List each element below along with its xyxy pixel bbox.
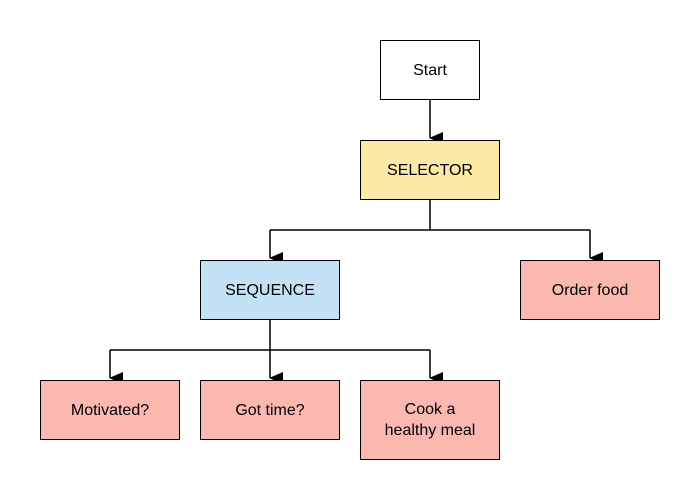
edge-sequence-trunk	[110, 320, 430, 351]
motivated-node: Motivated?	[40, 380, 180, 440]
edge-selector-trunk	[270, 200, 590, 231]
start-node-label: Start	[413, 61, 447, 79]
start-node: Start	[380, 40, 480, 100]
motivated-node-label: Motivated?	[70, 401, 150, 419]
order-food-node-label: Order food	[551, 281, 629, 299]
order-food-node: Order food	[520, 260, 660, 320]
got-time-node: Got time?	[200, 380, 340, 440]
sequence-node: SEQUENCE	[200, 260, 340, 320]
cook-meal-node: Cook a healthy meal	[360, 380, 500, 460]
got-time-node-label: Got time?	[235, 401, 305, 419]
sequence-node-label: SEQUENCE	[225, 281, 315, 299]
selector-node-label: SELECTOR	[387, 161, 473, 179]
cook-meal-node-label: Cook a healthy meal	[384, 401, 476, 439]
selector-node: SELECTOR	[360, 140, 500, 200]
